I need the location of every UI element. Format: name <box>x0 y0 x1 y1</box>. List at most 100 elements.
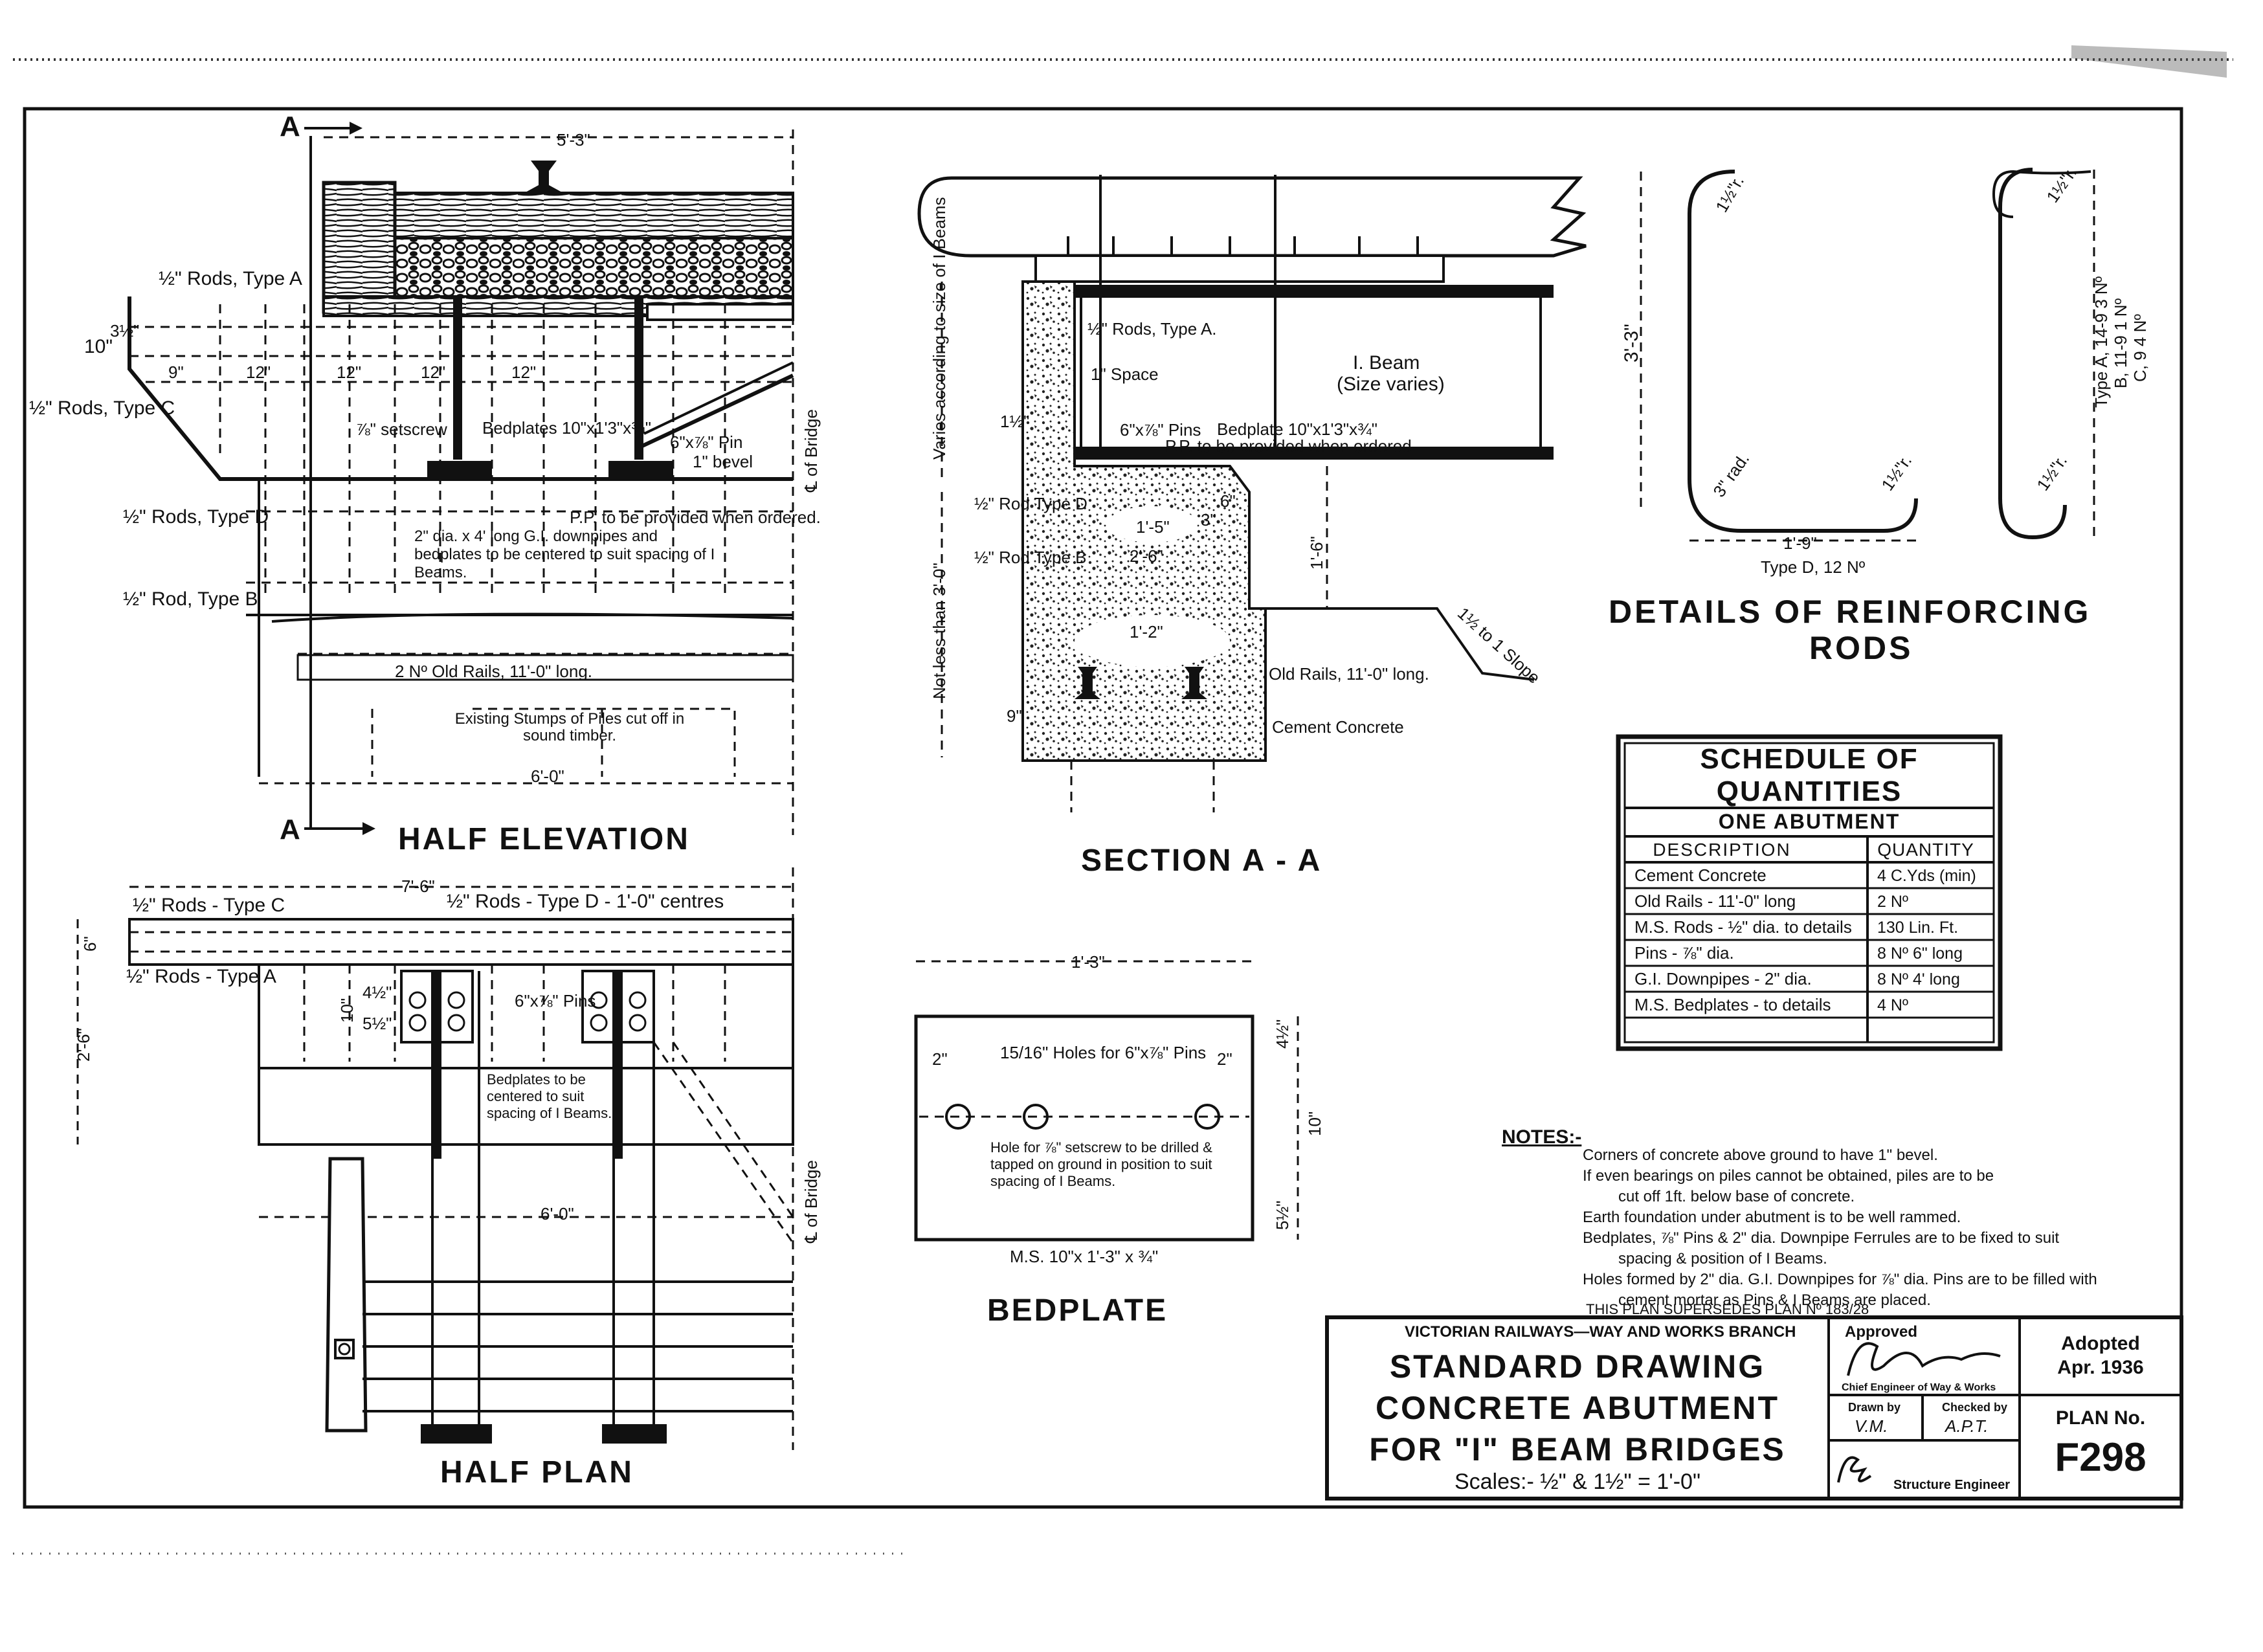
stumps-label: Existing Stumps of Piles cut off in soun… <box>454 711 685 744</box>
height-10-dim: 10" <box>84 336 113 357</box>
spacing-12-d: 12" <box>511 363 536 382</box>
dim-2-6: 2'-6" <box>1130 546 1163 566</box>
not-less-label: Not less than 3'-0" <box>930 563 949 699</box>
rod-width: 1'-9" <box>1783 533 1817 553</box>
schedule-subtitle: ONE ABUTMENT <box>1719 810 1901 833</box>
schedule-row-quantity: 8 Nº 6" long <box>1877 944 1963 963</box>
section-rods-a: ½" Rods, Type A. <box>1087 319 1217 339</box>
note-line: If even bearings on piles cannot be obta… <box>1583 1167 1994 1185</box>
cement-label: Cement Concrete <box>1272 717 1404 737</box>
downpipes-label: 2" dia. x 4' long G.I. downpipes and bed… <box>414 528 715 581</box>
rod-rad-r2: 1½"r. <box>2033 451 2071 494</box>
drawn-by-value: V.M. <box>1855 1416 1888 1436</box>
note-line: spacing & position of I Beams. <box>1618 1250 1827 1267</box>
span-dim: 5'-3" <box>557 130 590 150</box>
half-plan-view: 7'-6" ½" Rods - Type C ½" Rods - Type D … <box>74 867 821 1490</box>
plan-dim-10: 10" <box>337 998 357 1023</box>
bedplate-length: 1'-3" <box>1071 952 1105 972</box>
schedule-col-description: DESCRIPTION <box>1653 840 1790 860</box>
approval-signature <box>1847 1342 2001 1376</box>
bedplate-dim-2b: 2" <box>1217 1049 1232 1069</box>
schedule-row-description: Cement Concrete <box>1634 865 1767 885</box>
rod-type-d: Type D, 12 Nº <box>1761 557 1866 577</box>
plan-length-dim: 7'-6" <box>401 876 435 896</box>
note-line: cut off 1ft. below base of concrete. <box>1618 1188 1855 1205</box>
plan-dim-4: 4½" <box>362 983 392 1002</box>
checked-by-value: A.P.T. <box>1944 1416 1989 1436</box>
plan-no-value: F298 <box>2055 1435 2146 1480</box>
adopted-label: Adopted <box>2061 1333 2140 1354</box>
varies-label: Varies according to size of I Beams <box>930 197 949 460</box>
note-line: Earth foundation under abutment is to be… <box>1583 1209 1961 1226</box>
schedule-row-quantity: 4 C.Yds (min) <box>1877 867 1976 885</box>
pin-label: 6"x⅞" Pin <box>670 432 742 452</box>
section-old-rails: Old Rails, 11'-0" long. <box>1269 664 1429 684</box>
schedule-row-quantity: 4 Nº <box>1877 996 1908 1014</box>
spacing-9: 9" <box>168 363 184 382</box>
ibeam-label: I. Beam <box>1353 352 1420 374</box>
title-line2: CONCRETE ABUTMENT <box>1376 1390 1779 1426</box>
schedule-row-quantity: 8 Nº 4' long <box>1877 970 1960 988</box>
plan-bedplates-label: Bedplates to be centered to suit spacing… <box>487 1071 612 1121</box>
schedule-title: SCHEDULE OF QUANTITIES <box>1700 743 1919 807</box>
plan-dim-5: 5½" <box>362 1014 392 1033</box>
supersedes-label: THIS PLAN SUPERSEDES PLAN Nº 183/28 <box>1586 1301 1869 1317</box>
schedule-row-quantity: 2 Nº <box>1877 893 1908 911</box>
schedule-row-description: Pins - ⅞" dia. <box>1634 943 1734 963</box>
notes-lines: Corners of concrete above ground to have… <box>1583 1146 2097 1309</box>
title-block: VICTORIAN RAILWAYS—WAY AND WORKS BRANCH … <box>1325 1315 2183 1501</box>
schedule-col-quantity: QUANTITY <box>1877 840 1974 860</box>
rod-rad-top: 1½"r. <box>1711 172 1748 216</box>
pp-label: P.P. to be provided when ordered. <box>570 508 821 527</box>
branch-label: VICTORIAN RAILWAYS—WAY AND WORKS BRANCH <box>1405 1323 1796 1341</box>
schedule-row-description: M.S. Rods - ½" dia. to details <box>1634 917 1852 937</box>
bedplates-label: Bedplates 10"x1'3"x¾" <box>482 418 651 438</box>
schedule-row-description: Old Rails - 11'-0" long <box>1634 891 1796 911</box>
section-aa-view: I. Beam (Size varies) ½" Rods, Type A. 1… <box>917 175 1587 878</box>
title-line3: FOR "I" BEAM BRIDGES <box>1369 1431 1786 1468</box>
schedule-rows: Cement Concrete 4 C.Yds (min) Old Rails - … <box>1625 865 1994 1019</box>
bedplate-dim-10: 10" <box>1305 1111 1324 1136</box>
plan-rods-d-label: ½" Rods - Type D - 1'-0" centres <box>447 891 724 912</box>
rod-rad-bot: 1½"r. <box>1877 451 1915 494</box>
rods-a-label: ½" Rods, Type A <box>159 268 302 289</box>
section-mark-bottom: A <box>280 814 300 845</box>
section-aa-title: SECTION A - A <box>1081 843 1322 878</box>
bedplate-view: 1'-3" 2" 2" 15/16" Holes for 6"x⅞" Pins … <box>914 952 1324 1328</box>
rods-c-label: ½" Rods, Type C <box>29 397 175 419</box>
plan-rods-a-label: ½" Rods - Type A <box>126 966 276 987</box>
chief-label: Chief Engineer of Way & Works <box>1842 1382 1996 1393</box>
section-rod-d: ½" Rod Type D <box>974 494 1087 513</box>
bedplate-ms: M.S. 10"x 1'-3" x ¾" <box>1010 1247 1158 1266</box>
half-plan-title: HALF PLAN <box>440 1455 634 1490</box>
section-mark-top: A <box>280 111 300 142</box>
section-pins: 6"x⅞" Pins <box>1120 420 1201 440</box>
dim-1-6: 1'-6" <box>1307 536 1326 570</box>
schedule-table: SCHEDULE OF QUANTITIES ONE ABUTMENT DESC… <box>1616 734 2003 1051</box>
bedplate-title: BEDPLATE <box>987 1293 1168 1328</box>
half-elevation-view: A A 5'-3" <box>29 111 821 856</box>
rod-rad-r1: 1½"r. <box>2042 163 2080 206</box>
dim-1-2b: 1'-2" <box>1130 622 1163 642</box>
structure-label: Structure Engineer <box>1893 1478 2010 1492</box>
schedule-row-description: M.S. Bedplates - to details <box>1634 995 1831 1014</box>
plan-pins-label: 6"x⅞" Pins <box>515 991 596 1010</box>
scan-edge-noise <box>13 45 2233 1555</box>
dim-9: 9" <box>1007 706 1022 726</box>
rod-b-label: ½" Rod, Type B <box>123 588 258 610</box>
rod-type-c: C, 9 4 Nº <box>2130 314 2150 382</box>
spacing-12-c: 12" <box>421 363 445 382</box>
adopted-value: Apr. 1936 <box>2057 1357 2143 1378</box>
bedplate-dim-5: 5½" <box>1273 1201 1292 1230</box>
dim-1-5: 1'-5" <box>1136 517 1170 537</box>
rod-type-a: Type A, 14-9 3 Nº <box>2091 276 2111 408</box>
checked-by-label: Checked by <box>1942 1401 2007 1414</box>
drawing-border <box>23 107 2183 1509</box>
plan-rods-c-label: ½" Rods - Type C <box>133 895 285 916</box>
setscrew-label: ⅞" setscrew <box>356 419 447 439</box>
title-line1: STANDARD DRAWING <box>1390 1348 1765 1385</box>
section-pp: P.P. to be provided when ordered <box>1165 436 1412 456</box>
rod-height: 3'-3" <box>1621 324 1642 363</box>
plan-centre-label: ℄ of Bridge <box>801 1160 821 1244</box>
